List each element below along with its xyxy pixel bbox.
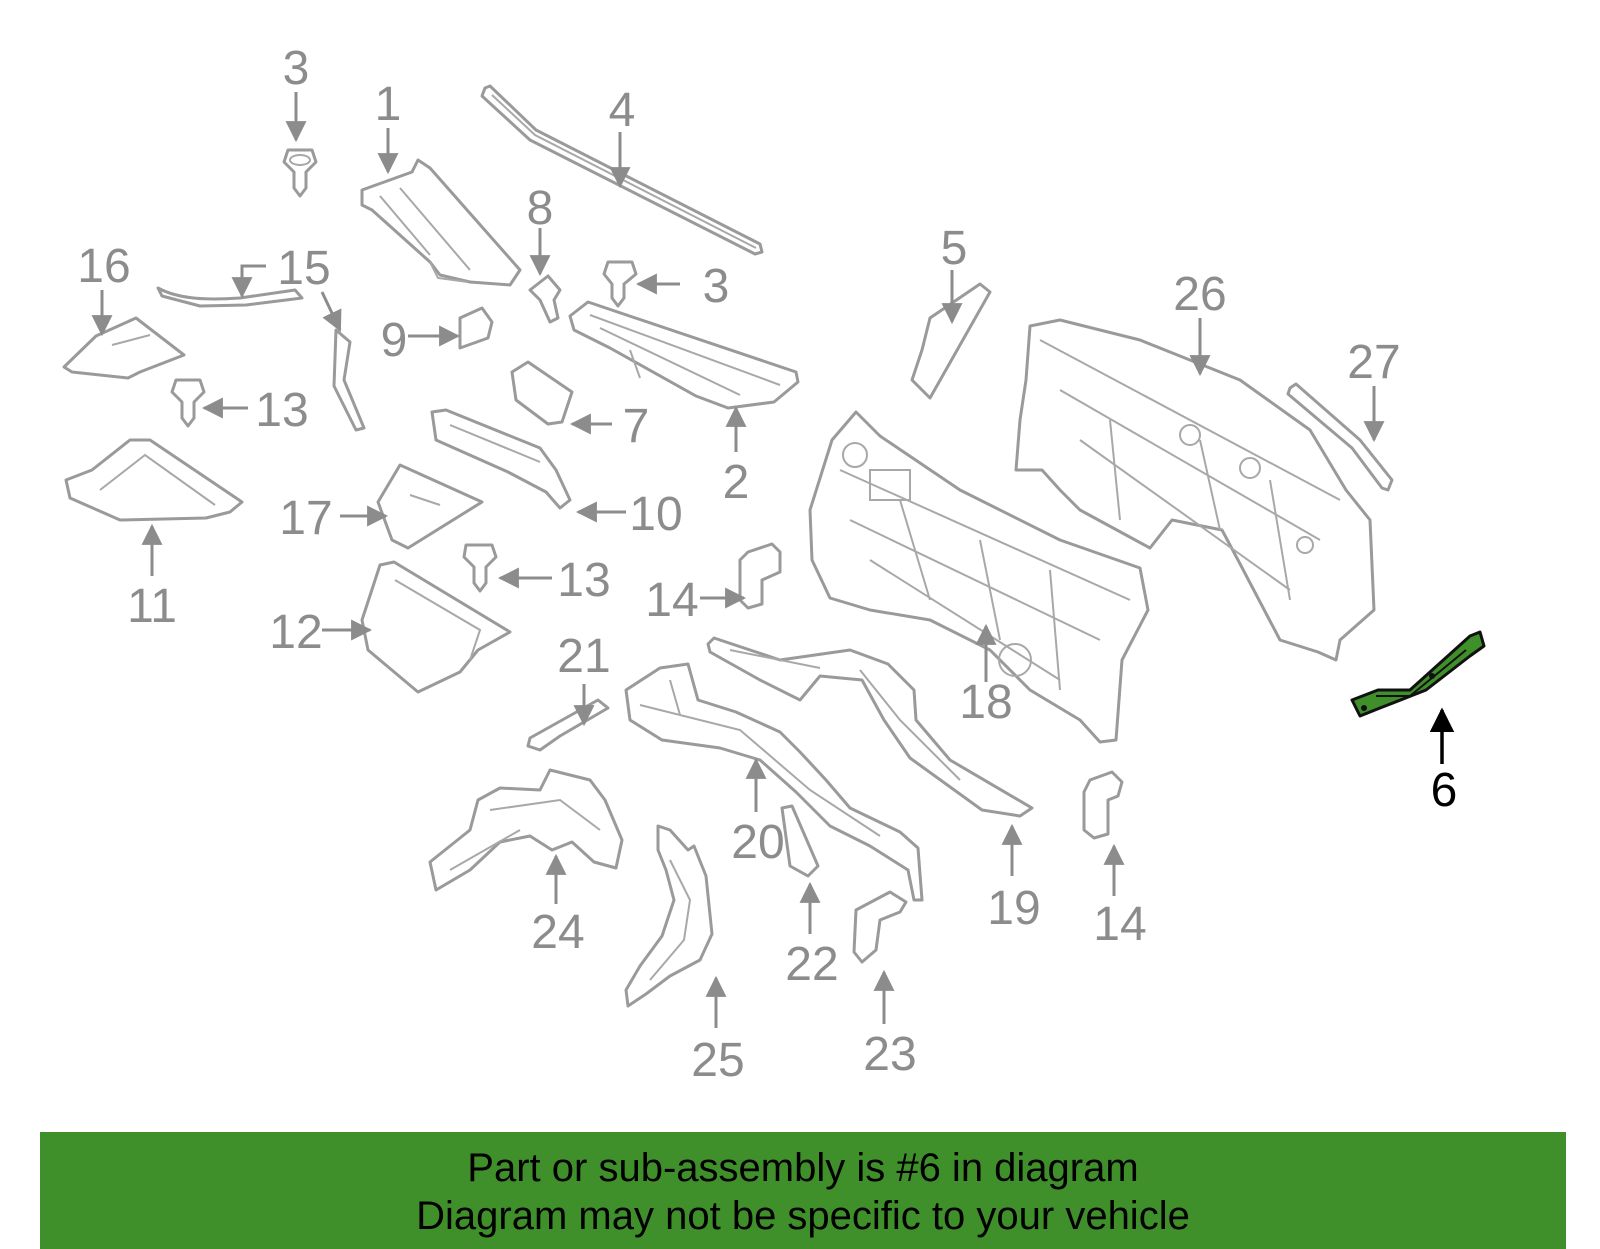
part-13-clip-center[interactable] xyxy=(462,543,498,593)
part-15-seal[interactable] xyxy=(156,286,366,432)
callout-26: 26 xyxy=(1173,268,1226,321)
banner-line-1: Part or sub-assembly is #6 in diagram xyxy=(467,1146,1139,1190)
callout-25: 25 xyxy=(691,1034,744,1087)
part-25-apron[interactable] xyxy=(624,824,714,1008)
part-17-panel[interactable] xyxy=(376,463,484,550)
callout-2: 2 xyxy=(723,456,750,509)
callout-20: 20 xyxy=(731,816,784,869)
callout-12: 12 xyxy=(269,606,322,659)
part-7-bracket[interactable] xyxy=(510,360,574,426)
callout-22: 22 xyxy=(785,938,838,991)
part-27-strip[interactable] xyxy=(1286,382,1394,492)
callout-18: 18 xyxy=(959,676,1012,729)
part-19-rail[interactable] xyxy=(706,636,1034,818)
banner-line-2: Diagram may not be specific to your vehi… xyxy=(416,1194,1190,1238)
part-18-dash-panel[interactable] xyxy=(808,410,1150,744)
part-20-rail[interactable] xyxy=(624,662,924,902)
part-3-clip-top[interactable] xyxy=(282,148,318,198)
callout-5: 5 xyxy=(941,222,968,275)
callout-10: 10 xyxy=(629,488,682,541)
part-16-panel[interactable] xyxy=(62,316,186,380)
part-24-apron[interactable] xyxy=(428,768,624,892)
callout-19: 19 xyxy=(987,882,1040,935)
part-14-bracket-lower[interactable] xyxy=(1082,770,1124,840)
callout-27: 27 xyxy=(1347,336,1400,389)
part-4-weatherstrip[interactable] xyxy=(480,84,764,256)
callout-9: 9 xyxy=(381,314,408,367)
part-5-bracket[interactable] xyxy=(910,282,992,400)
part-12-panel[interactable] xyxy=(360,560,512,694)
part-8-clip[interactable] xyxy=(528,274,562,324)
callout-4: 4 xyxy=(609,84,636,137)
highlight-banner: Part or sub-assembly is #6 in diagram Di… xyxy=(40,1132,1566,1249)
callout-14: 14 xyxy=(1093,898,1146,951)
callout-16: 16 xyxy=(77,240,130,293)
callout-8: 8 xyxy=(527,182,554,235)
callout-6-highlighted: 6 xyxy=(1431,764,1458,817)
callout-1: 1 xyxy=(375,78,402,131)
callout-7: 7 xyxy=(623,400,650,453)
leader-lines xyxy=(91,92,1455,1028)
part-26-insulator[interactable] xyxy=(1014,318,1376,662)
callout-3: 3 xyxy=(283,42,310,95)
callout-14: 14 xyxy=(645,574,698,627)
part-10-reinforcement[interactable] xyxy=(430,408,572,510)
callout-3: 3 xyxy=(703,260,730,313)
callout-13: 13 xyxy=(557,554,610,607)
callout-17: 17 xyxy=(279,492,332,545)
callout-23: 23 xyxy=(863,1028,916,1081)
part-11-panel[interactable] xyxy=(64,438,244,522)
part-13-clip-left[interactable] xyxy=(170,378,206,428)
part-1-cowl-bracket[interactable] xyxy=(360,158,522,287)
part-2-cowl-top[interactable] xyxy=(568,300,800,410)
part-9-bracket[interactable] xyxy=(458,306,494,350)
callout-labels: 3 1 4 8 3 15 16 9 5 26 27 13 7 2 10 11 1… xyxy=(77,42,1457,1087)
part-21-bracket[interactable] xyxy=(526,698,610,752)
part-23-bracket[interactable] xyxy=(852,890,908,964)
part-14-bracket-upper[interactable] xyxy=(738,542,782,610)
callout-11: 11 xyxy=(127,580,177,633)
callout-21: 21 xyxy=(557,630,610,683)
callout-15: 15 xyxy=(277,242,330,295)
callout-13: 13 xyxy=(255,384,308,437)
part-3-clip-right[interactable] xyxy=(602,260,638,308)
callout-24: 24 xyxy=(531,906,584,959)
part-22-bracket[interactable] xyxy=(780,804,820,878)
part-6-highlighted[interactable] xyxy=(1350,630,1486,718)
